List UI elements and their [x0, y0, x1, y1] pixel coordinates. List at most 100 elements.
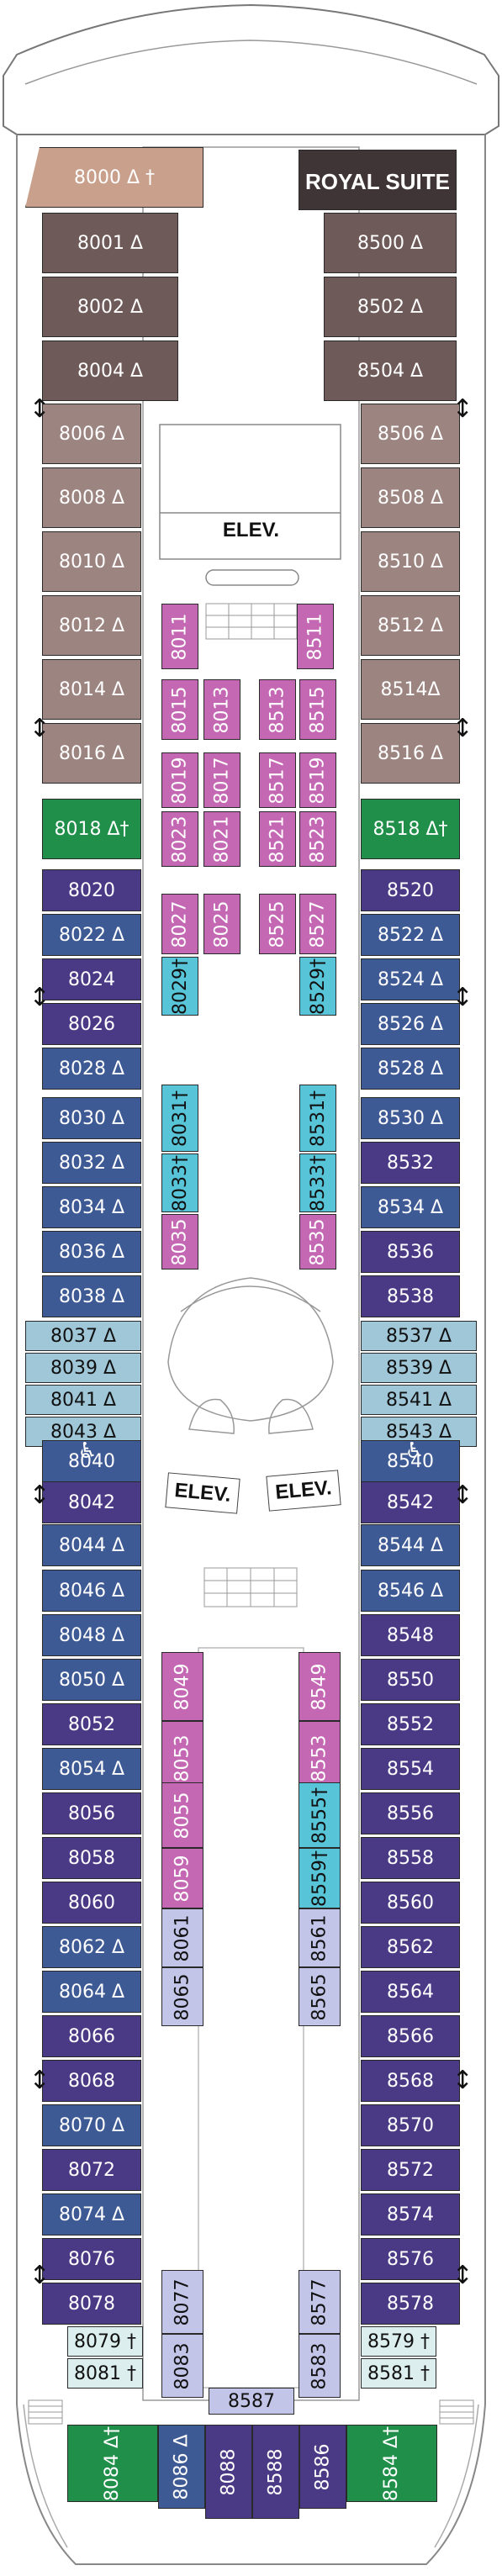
cabin[interactable]: 8081 † — [67, 2358, 143, 2389]
cabin[interactable]: 8030 Δ — [42, 1097, 141, 1139]
cabin[interactable]: 8568 — [361, 2060, 460, 2102]
cabin[interactable]: 8049 — [161, 1652, 203, 1721]
cabin[interactable]: 8001 Δ — [42, 213, 178, 273]
cabin[interactable]: 8070 Δ — [42, 2104, 141, 2146]
cabin[interactable]: 8011 — [161, 604, 198, 669]
cabin[interactable]: 8584 Δ† — [346, 2425, 437, 2502]
cabin[interactable]: 8561 — [299, 1908, 341, 1967]
cabin[interactable]: 8027 — [161, 894, 198, 954]
cabin[interactable]: 8540 — [361, 1440, 460, 1482]
cabin[interactable]: 8517 — [259, 752, 296, 808]
cabin[interactable]: 8564 — [361, 1971, 460, 2013]
cabin[interactable]: 8064 Δ — [42, 1971, 141, 2013]
cabin[interactable]: 8516 Δ — [361, 723, 460, 784]
cabin[interactable]: 8511 — [297, 604, 334, 669]
cabin[interactable]: 8577 — [299, 2270, 341, 2334]
cabin[interactable]: 8500 Δ — [324, 213, 457, 273]
cabin[interactable]: 8510 Δ — [361, 531, 460, 592]
cabin[interactable]: 8532 — [361, 1142, 460, 1184]
cabin[interactable]: 8060 — [42, 1882, 141, 1924]
cabin[interactable]: 8562 — [361, 1926, 460, 1968]
cabin[interactable]: 8054 Δ — [42, 1748, 141, 1790]
cabin[interactable]: 8023 — [161, 811, 198, 867]
cabin[interactable]: 8056 — [42, 1792, 141, 1834]
cabin[interactable]: 8021 — [203, 811, 240, 867]
cabin[interactable]: 8536 — [361, 1231, 460, 1273]
cabin[interactable]: 8559† — [299, 1848, 341, 1908]
cabin[interactable]: 8076 — [42, 2238, 141, 2280]
cabin[interactable]: 8506 Δ — [361, 404, 460, 464]
cabin[interactable]: 8039 Δ — [25, 1353, 141, 1383]
cabin[interactable]: 8565 — [299, 1967, 341, 2026]
cabin[interactable]: 8526 Δ — [361, 1003, 460, 1045]
cabin[interactable]: 8031† — [161, 1085, 198, 1152]
cabin[interactable]: 8586 — [299, 2425, 346, 2509]
cabin[interactable]: 8036 Δ — [42, 1231, 141, 1273]
cabin[interactable]: 8033† — [161, 1153, 198, 1212]
cabin[interactable]: 8502 Δ — [324, 277, 457, 337]
cabin[interactable]: 8013 — [203, 679, 240, 740]
cabin[interactable]: 8061 — [161, 1908, 203, 1967]
cabin[interactable]: 8537 Δ — [361, 1321, 477, 1351]
cabin[interactable]: 8542 — [361, 1481, 460, 1523]
cabin[interactable]: 8513 — [259, 679, 296, 740]
cabin[interactable]: 8527 — [299, 894, 336, 954]
cabin[interactable]: 8050 Δ — [42, 1659, 141, 1701]
cabin[interactable]: 8055 — [161, 1782, 203, 1848]
cabin[interactable]: 8552 — [361, 1703, 460, 1745]
cabin[interactable]: 8088 — [205, 2425, 252, 2519]
cabin[interactable]: 8040 — [42, 1440, 141, 1482]
cabin[interactable]: 8018 Δ† — [42, 799, 141, 859]
cabin[interactable]: 8058 — [42, 1837, 141, 1879]
cabin[interactable]: 8037 Δ — [25, 1321, 141, 1351]
cabin[interactable]: 8078 — [42, 2283, 141, 2325]
cabin[interactable]: 8548 — [361, 1614, 460, 1656]
cabin[interactable]: 8083 — [161, 2334, 203, 2398]
cabin[interactable]: 8583 — [299, 2334, 341, 2398]
cabin[interactable]: 8066 — [42, 2015, 141, 2057]
cabin[interactable] — [299, 150, 457, 210]
cabin[interactable]: 8032 Δ — [42, 1142, 141, 1184]
cabin[interactable]: 8544 Δ — [361, 1524, 460, 1566]
cabin[interactable]: 8556 — [361, 1792, 460, 1834]
cabin[interactable]: 8581 † — [361, 2358, 436, 2389]
cabin[interactable]: 8048 Δ — [42, 1614, 141, 1656]
cabin[interactable]: 8520 — [361, 869, 460, 911]
cabin[interactable]: 8576 — [361, 2238, 460, 2280]
cabin[interactable]: 8084 Δ† — [67, 2425, 158, 2502]
cabin[interactable]: 8550 — [361, 1659, 460, 1701]
cabin[interactable]: 8515 — [299, 679, 336, 740]
cabin[interactable]: 8555† — [299, 1782, 341, 1848]
cabin[interactable]: 8042 — [42, 1481, 141, 1523]
cabin[interactable]: 8533† — [299, 1153, 336, 1212]
cabin[interactable]: 8554 — [361, 1748, 460, 1790]
cabin[interactable]: 8072 — [42, 2149, 141, 2191]
cabin[interactable]: 8518 Δ† — [361, 799, 460, 859]
cabin[interactable]: 8560 — [361, 1882, 460, 1924]
cabin[interactable]: 8541 Δ — [361, 1385, 477, 1415]
cabin[interactable]: 8065 — [161, 1967, 203, 2026]
cabin[interactable]: 8524 Δ — [361, 958, 460, 1000]
cabin[interactable]: 8522 Δ — [361, 914, 460, 956]
cabin[interactable]: 8046 Δ — [42, 1570, 141, 1612]
cabin[interactable]: 8074 Δ — [42, 2193, 141, 2236]
cabin[interactable]: 8019 — [161, 752, 198, 808]
cabin[interactable]: 8062 Δ — [42, 1926, 141, 1968]
cabin[interactable]: 8588 — [252, 2425, 299, 2519]
cabin[interactable]: 8010 Δ — [42, 531, 141, 592]
cabin[interactable]: 8539 Δ — [361, 1353, 477, 1383]
cabin[interactable]: 8024 — [42, 958, 141, 1000]
cabin[interactable]: 8025 — [203, 894, 240, 954]
cabin[interactable]: 8020 — [42, 869, 141, 911]
cabin[interactable]: 8029† — [161, 957, 198, 1016]
cabin[interactable]: 8572 — [361, 2149, 460, 2191]
cabin[interactable]: 8504 Δ — [324, 340, 457, 401]
cabin[interactable]: 8549 — [299, 1652, 341, 1721]
cabin[interactable]: 8578 — [361, 2283, 460, 2325]
cabin[interactable]: 8028 Δ — [42, 1048, 141, 1090]
cabin[interactable]: 8525 — [259, 894, 296, 954]
cabin[interactable]: 8528 Δ — [361, 1048, 460, 1090]
cabin[interactable]: 8017 — [203, 752, 240, 808]
cabin[interactable]: 8038 Δ — [42, 1275, 141, 1317]
cabin[interactable]: 8570 — [361, 2104, 460, 2146]
